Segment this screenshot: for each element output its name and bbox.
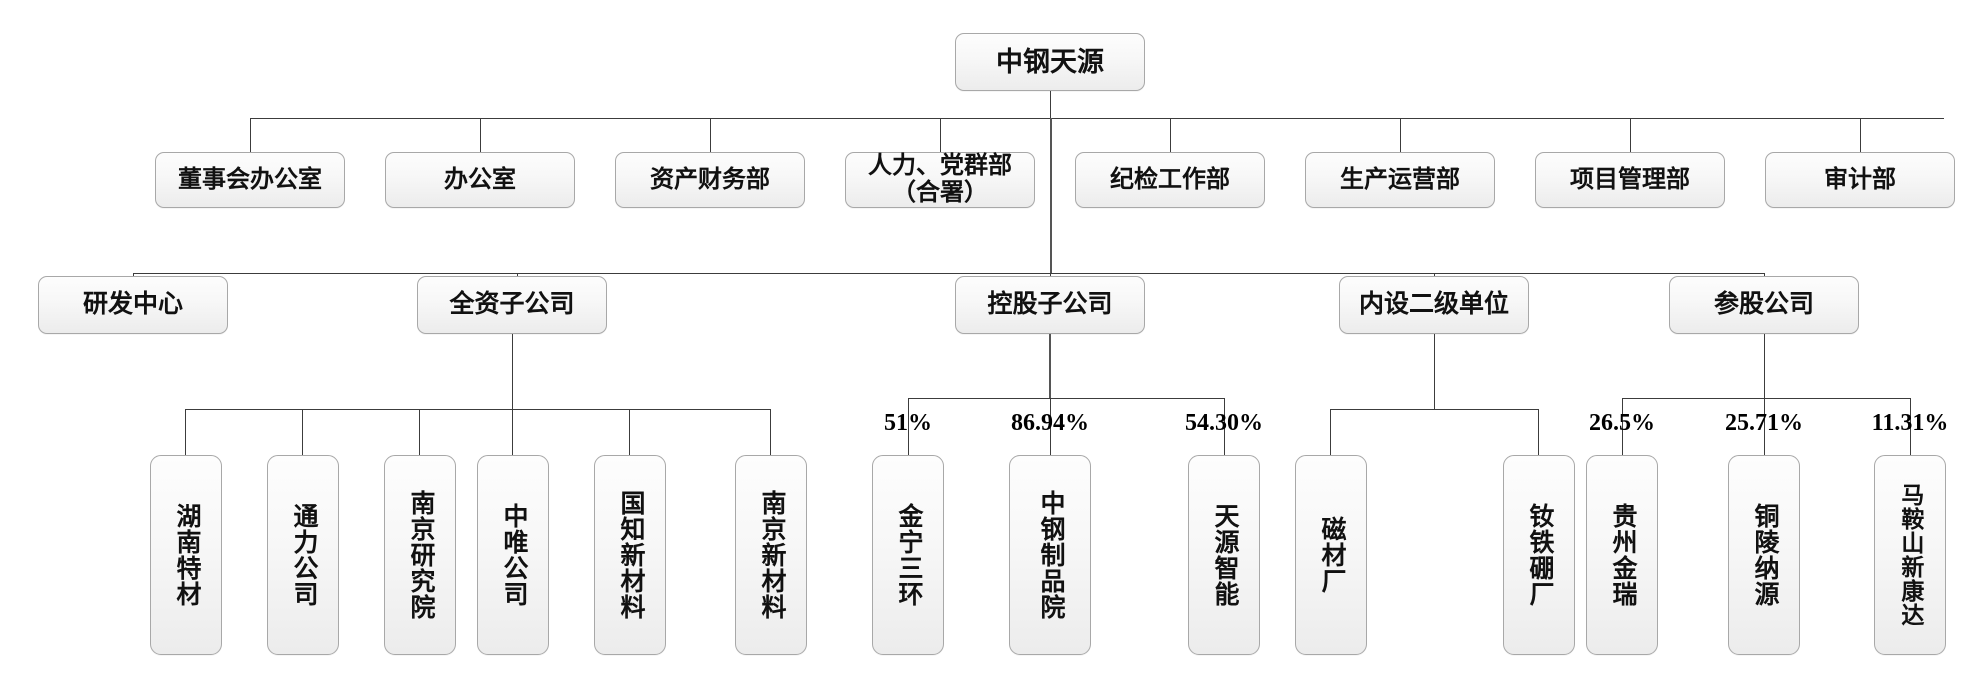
node-department-0-label: 董事会办公室 bbox=[178, 166, 322, 193]
node-holding-0-label: 金宁三环 bbox=[895, 503, 922, 607]
connector-internal-stub-0 bbox=[1330, 409, 1331, 455]
pct-associate-2: 11.31% bbox=[1871, 410, 1949, 436]
node-holding-1[interactable]: 中钢制品院 bbox=[1009, 455, 1091, 655]
connector-wholly-stub-3 bbox=[512, 409, 513, 455]
connector-associate-stub-2 bbox=[1910, 398, 1911, 455]
connector-holding-stub-2 bbox=[1224, 398, 1225, 455]
node-associate-1[interactable]: 铜陵纳源 bbox=[1728, 455, 1800, 655]
node-wholly-owned-0[interactable]: 湖南特材 bbox=[150, 455, 222, 655]
connector-main-trunk bbox=[1050, 118, 1052, 273]
node-root[interactable]: 中钢天源 bbox=[955, 33, 1145, 91]
connector-dept-stub-6 bbox=[1630, 118, 1631, 152]
connector-wholly-bus bbox=[185, 409, 770, 410]
connector-dept-stub-0 bbox=[250, 118, 251, 152]
node-department-1[interactable]: 办公室 bbox=[385, 152, 575, 208]
node-department-1-label: 办公室 bbox=[444, 166, 516, 193]
node-associate-0[interactable]: 贵州金瑞 bbox=[1586, 455, 1658, 655]
node-holding-1-label: 中钢制品院 bbox=[1037, 490, 1064, 620]
connector-holding-drop bbox=[1049, 334, 1051, 398]
connector-root-trunk bbox=[1050, 91, 1051, 118]
node-department-7-label: 审计部 bbox=[1824, 166, 1896, 193]
connector-holding-stub-0 bbox=[908, 398, 909, 455]
node-category-1-label: 全资子公司 bbox=[449, 291, 575, 318]
node-wholly-owned-4-label: 国知新材料 bbox=[617, 490, 644, 620]
node-holding-2-label: 天源智能 bbox=[1211, 503, 1238, 607]
connector-wholly-stub-5 bbox=[770, 409, 771, 455]
node-department-3-label: 人力、党群部 （合署） bbox=[868, 153, 1012, 206]
connector-dept-stub-4 bbox=[1170, 118, 1171, 152]
node-department-2[interactable]: 资产财务部 bbox=[615, 152, 805, 208]
node-category-3[interactable]: 内设二级单位 bbox=[1339, 276, 1529, 334]
connector-wholly-stub-4 bbox=[629, 409, 630, 455]
node-holding-0[interactable]: 金宁三环 bbox=[872, 455, 944, 655]
node-category-4[interactable]: 参股公司 bbox=[1669, 276, 1859, 334]
connector-dept-stub-3 bbox=[940, 118, 941, 152]
node-wholly-owned-2-label: 南京研究院 bbox=[407, 490, 434, 620]
node-category-4-label: 参股公司 bbox=[1713, 291, 1814, 318]
connector-category-bus bbox=[133, 273, 1764, 274]
connector-wholly-stub-1 bbox=[302, 409, 303, 455]
pct-holding-0: 51% bbox=[884, 410, 932, 436]
node-internal-unit-1-label: 钕铁硼厂 bbox=[1526, 503, 1553, 607]
node-wholly-owned-4[interactable]: 国知新材料 bbox=[594, 455, 666, 655]
connector-dept-stub-2 bbox=[710, 118, 711, 152]
node-department-5-label: 生产运营部 bbox=[1340, 166, 1460, 193]
node-associate-0-label: 贵州金瑞 bbox=[1609, 503, 1636, 607]
connector-holding-bus bbox=[908, 398, 1224, 399]
node-associate-2[interactable]: 马鞍山新康达 bbox=[1874, 455, 1946, 655]
connector-associate-stub-0 bbox=[1622, 398, 1623, 455]
node-root-label: 中钢天源 bbox=[996, 46, 1104, 77]
pct-holding-1: 86.94% bbox=[1011, 410, 1089, 436]
node-department-4-label: 纪检工作部 bbox=[1110, 166, 1230, 193]
node-wholly-owned-5[interactable]: 南京新材料 bbox=[735, 455, 807, 655]
node-internal-unit-0-label: 磁材厂 bbox=[1318, 516, 1345, 594]
node-department-3[interactable]: 人力、党群部 （合署） bbox=[845, 152, 1035, 208]
connector-internal-stub-1 bbox=[1538, 409, 1539, 455]
node-internal-unit-1[interactable]: 钕铁硼厂 bbox=[1503, 455, 1575, 655]
node-wholly-owned-1-label: 通力公司 bbox=[290, 503, 317, 607]
node-category-0[interactable]: 研发中心 bbox=[38, 276, 228, 334]
connector-wholly-drop bbox=[512, 334, 513, 409]
connector-dept-stub-7 bbox=[1860, 118, 1861, 152]
pct-associate-1: 25.71% bbox=[1725, 410, 1803, 436]
node-department-0[interactable]: 董事会办公室 bbox=[155, 152, 345, 208]
node-department-7[interactable]: 审计部 bbox=[1765, 152, 1955, 208]
node-department-6-label: 项目管理部 bbox=[1570, 166, 1690, 193]
node-associate-1-label: 铜陵纳源 bbox=[1751, 503, 1778, 607]
node-associate-2-label: 马鞍山新康达 bbox=[1897, 483, 1923, 627]
connector-wholly-stub-2 bbox=[419, 409, 420, 455]
node-wholly-owned-5-label: 南京新材料 bbox=[758, 490, 785, 620]
connector-internal-bus bbox=[1330, 409, 1538, 410]
node-category-0-label: 研发中心 bbox=[82, 291, 183, 318]
connector-associate-drop bbox=[1764, 334, 1765, 398]
connector-dept-stub-5 bbox=[1400, 118, 1401, 152]
node-department-5[interactable]: 生产运营部 bbox=[1305, 152, 1495, 208]
node-department-4[interactable]: 纪检工作部 bbox=[1075, 152, 1265, 208]
pct-holding-2: 54.30% bbox=[1185, 410, 1263, 436]
connector-associate-bus bbox=[1622, 398, 1910, 399]
connector-associate-stub-1 bbox=[1764, 398, 1765, 455]
node-category-1[interactable]: 全资子公司 bbox=[417, 276, 607, 334]
connector-dept-bus bbox=[250, 118, 1944, 119]
node-category-2-label: 控股子公司 bbox=[987, 291, 1113, 318]
connector-wholly-stub-0 bbox=[185, 409, 186, 455]
connector-internal-drop bbox=[1434, 334, 1435, 409]
connector-dept-stub-1 bbox=[480, 118, 481, 152]
node-category-3-label: 内设二级单位 bbox=[1358, 291, 1509, 318]
node-internal-unit-0[interactable]: 磁材厂 bbox=[1295, 455, 1367, 655]
node-department-2-label: 资产财务部 bbox=[650, 166, 770, 193]
pct-associate-0: 26.5% bbox=[1589, 410, 1655, 436]
node-category-2[interactable]: 控股子公司 bbox=[955, 276, 1145, 334]
node-holding-2[interactable]: 天源智能 bbox=[1188, 455, 1260, 655]
node-wholly-owned-3-label: 中唯公司 bbox=[500, 503, 527, 607]
node-wholly-owned-1[interactable]: 通力公司 bbox=[267, 455, 339, 655]
node-wholly-owned-0-label: 湖南特材 bbox=[173, 503, 200, 607]
connector-holding-stub-1 bbox=[1050, 398, 1051, 455]
node-department-6[interactable]: 项目管理部 bbox=[1535, 152, 1725, 208]
node-wholly-owned-2[interactable]: 南京研究院 bbox=[384, 455, 456, 655]
node-wholly-owned-3[interactable]: 中唯公司 bbox=[477, 455, 549, 655]
